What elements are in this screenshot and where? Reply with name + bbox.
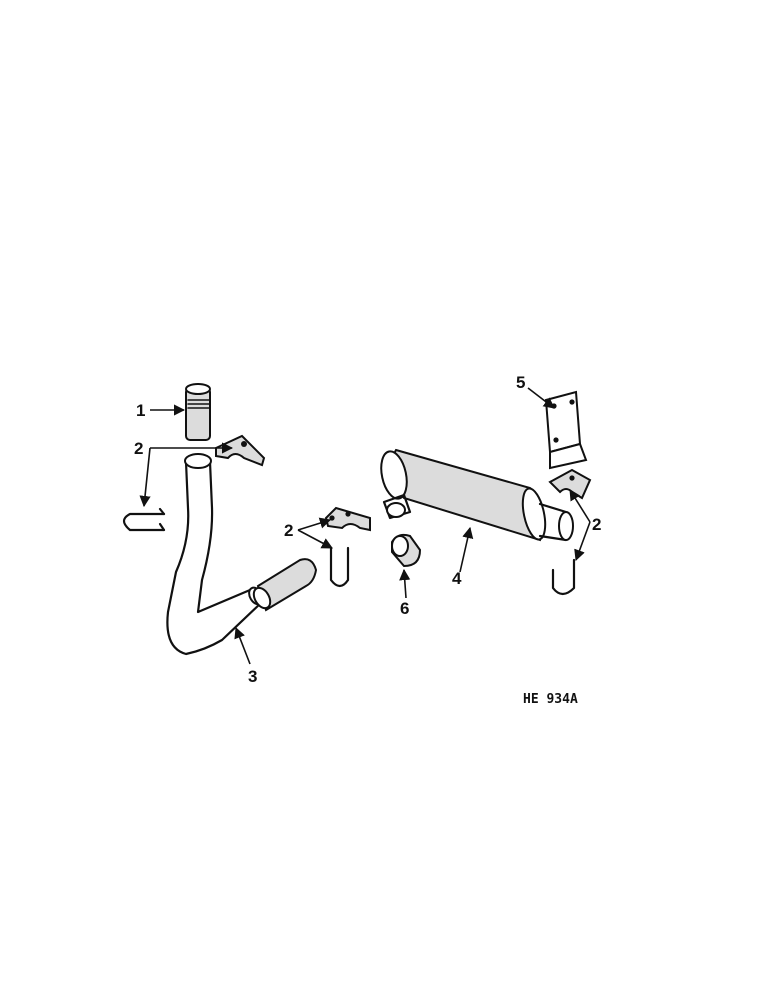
muffler [380,448,574,542]
u-bolt-middle [329,546,350,588]
u-bolt-right [551,558,576,596]
callout-3: 3 [248,667,257,686]
callout-5: 5 [516,373,525,392]
exhaust-pipe [166,453,264,656]
callout-2-middle: 2 [284,521,293,540]
clamp-saddle-middle [324,506,371,532]
pipe-extension [252,558,318,612]
clamp-saddle-left [215,434,266,467]
figure-code: HE 934A [523,692,578,707]
callout-4: 4 [452,569,462,588]
pipe-nipple [185,383,211,441]
leader-lines [139,387,591,665]
clamp-saddle-right [548,468,592,500]
callout-2-right: 2 [592,515,601,534]
callout-6: 6 [400,599,409,618]
clamp-sleeve [391,533,422,568]
muffler-bracket [544,390,588,470]
u-bolt-left [122,507,166,532]
callout-1: 1 [136,401,145,420]
callout-2-upper-left: 2 [134,439,143,458]
